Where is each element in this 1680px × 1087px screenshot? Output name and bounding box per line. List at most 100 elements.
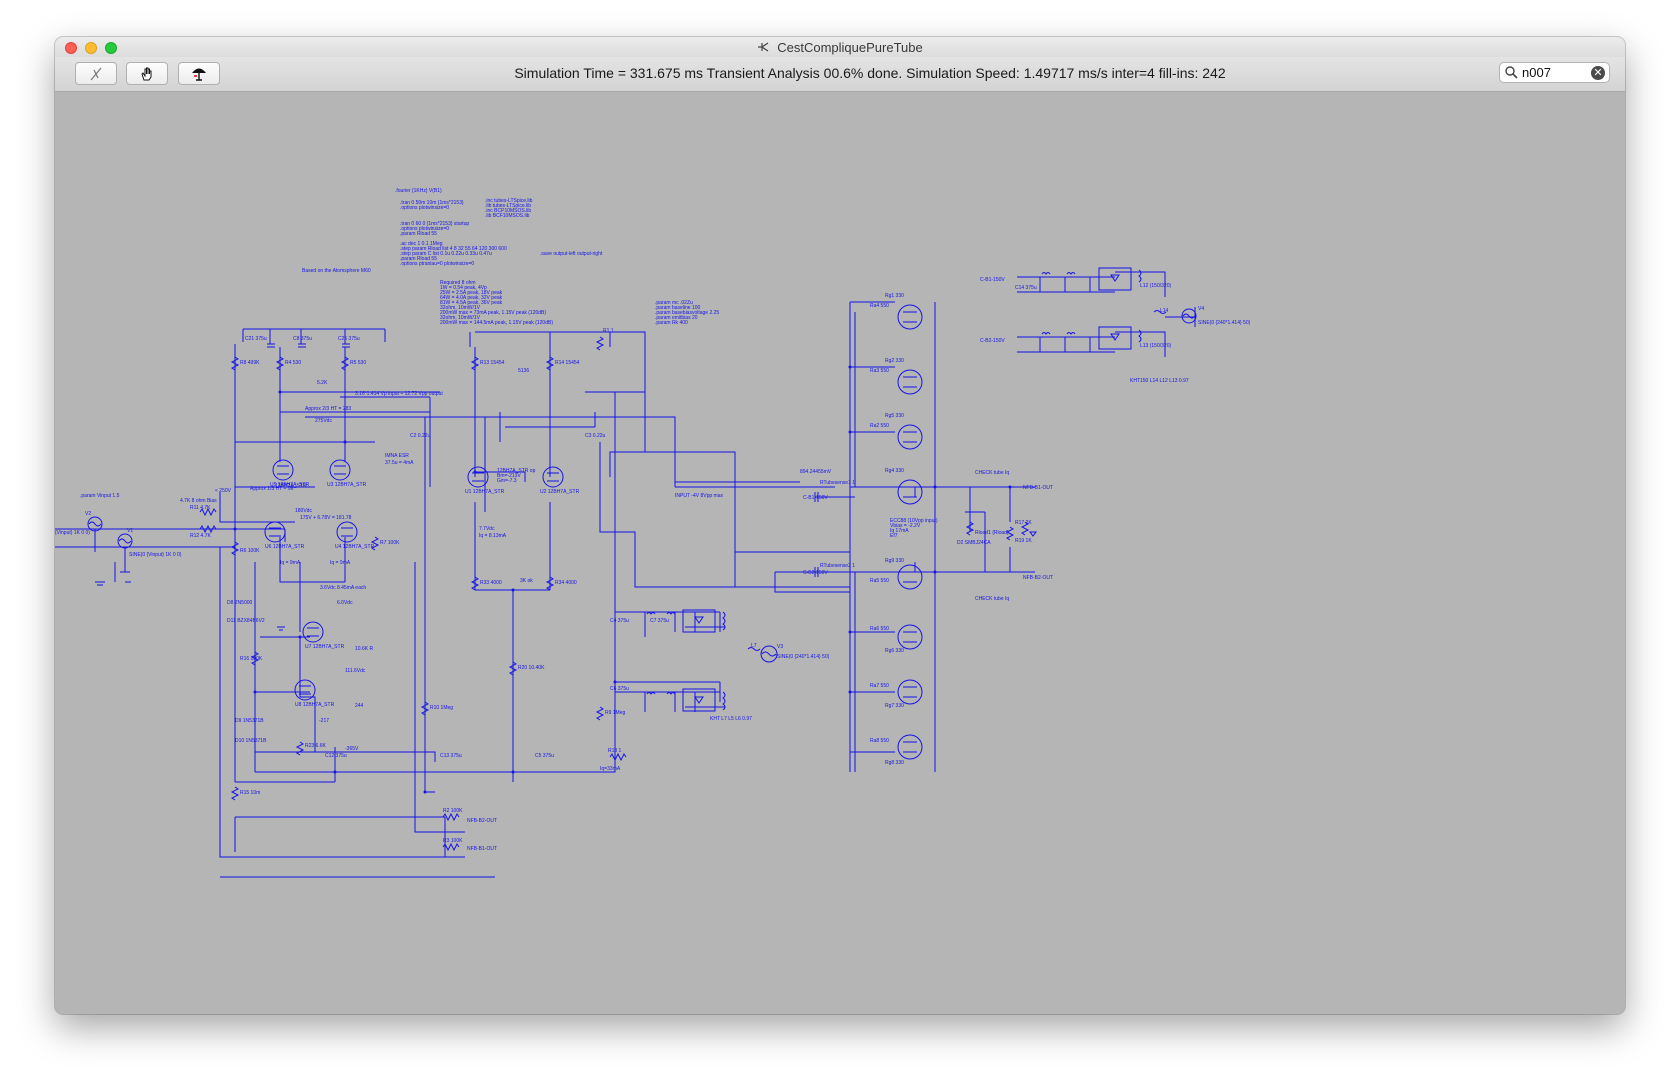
part-label: R13 15454 xyxy=(480,360,505,366)
search-box[interactable]: ✕ xyxy=(1499,62,1610,83)
note-label: 10.6K R xyxy=(355,646,373,652)
note-label: -217 xyxy=(319,718,329,724)
part-label: V2 xyxy=(85,511,91,517)
window-title: CestCompliquePureTube xyxy=(777,39,923,55)
output-tubes xyxy=(897,304,923,760)
note-label: < 250V xyxy=(215,488,232,494)
note: Based on the Atomsphere M60 xyxy=(302,268,371,274)
directive: .options plotwinsize=0 xyxy=(400,205,449,211)
part-label: R11 4.7K xyxy=(190,505,211,511)
tube-label: U4 12BH7A_STR xyxy=(335,544,375,550)
part-label: L12 (150/320) xyxy=(1140,283,1171,289)
part-label: Ra4 550 xyxy=(870,303,889,309)
part-label: R20 10.40K xyxy=(518,665,545,671)
part-label: C3 0.22u xyxy=(585,433,606,439)
search-input[interactable] xyxy=(1522,64,1588,81)
part-label: R19 1K xyxy=(1015,538,1032,544)
tube-label: Rg8 330 xyxy=(885,760,904,766)
net-label: NFB-B2-OUT xyxy=(467,818,497,824)
part-label: L14 xyxy=(1160,308,1169,314)
part-label: R1 1 xyxy=(603,328,614,334)
part-label: Ra7 550 xyxy=(870,683,889,689)
tube-label: Rg1 330 xyxy=(885,293,904,299)
directive: .param basebiasvoltage 2.25 xyxy=(655,310,719,316)
part-label: C14 375u xyxy=(1015,285,1037,291)
directive: .param baseline 100 xyxy=(655,305,701,311)
probe-icon xyxy=(90,67,102,80)
part-label: R14 15454 xyxy=(555,360,580,366)
window-title-area: CestCompliquePureTube xyxy=(757,39,923,55)
part-label: R4 530 xyxy=(285,360,301,366)
triode-tubes xyxy=(264,459,564,701)
minimize-window-button[interactable] xyxy=(85,42,97,54)
tube-label: U1 12BH7A_STR xyxy=(465,489,505,495)
net-label: C-B2-150V xyxy=(980,338,1005,344)
note-label: CHECK tube Iq xyxy=(975,596,1009,602)
pan-button[interactable] xyxy=(126,62,168,85)
part-label: L13 (150/320) xyxy=(1140,343,1171,349)
note-label: 5.2K xyxy=(317,380,328,386)
directive: .param mc .02Zu xyxy=(655,300,693,306)
note-label: -365V xyxy=(345,746,359,752)
directive: .fourier {1KHz} V(B1) xyxy=(395,188,442,194)
tube-label: Rg6 330 xyxy=(885,648,904,654)
directive: .param emitbias 20 xyxy=(655,315,698,321)
note: 32ohm, 10mW/1V xyxy=(440,315,481,321)
note-label: Iq=33mA xyxy=(600,766,621,772)
note: 25W = 2.5A peak, 18V peak xyxy=(440,290,503,296)
part-label: C4 375u xyxy=(610,618,629,624)
tube-label: U2 12BH7A_STR xyxy=(540,489,580,495)
source-v2 xyxy=(87,516,103,532)
halt-simulation-button[interactable] xyxy=(178,62,220,85)
directive: .options ptranlau=0 plotwinsize=0 xyxy=(400,261,474,267)
note: 200mW max = 144.5mA peak, 1.15V peak (12… xyxy=(440,320,553,326)
halt-icon xyxy=(192,68,206,81)
probe-button[interactable] xyxy=(75,62,117,85)
net-label: NFB-B1-OUT xyxy=(1023,485,1053,491)
part-label: R15 10m xyxy=(240,790,260,796)
clear-search-button[interactable]: ✕ xyxy=(1591,66,1605,80)
schematic-icon xyxy=(758,42,769,52)
note-label: SINE(0 {240*1.414} 50) xyxy=(1198,320,1251,326)
part-label: R10 1Meg xyxy=(430,705,453,711)
source-v1 xyxy=(117,533,133,549)
net-label: NFB-B2-OUT xyxy=(1023,575,1053,581)
note-label: SINE(0 {Vinput} 1K 0 0) xyxy=(129,552,182,558)
directive: .options plotwinsize=0 xyxy=(400,226,449,232)
schematic-canvas[interactable]: .fourier {1KHz} V(B1) .tran 0 50m 10m {1… xyxy=(55,92,1625,1014)
close-window-button[interactable] xyxy=(65,42,77,54)
note-label: Iq = 9mA xyxy=(330,560,351,566)
simulation-status: Simulation Time = 331.675 ms Transient A… xyxy=(514,65,1226,81)
hand-icon xyxy=(141,67,152,80)
part-label: R2 100K xyxy=(443,808,463,814)
zoom-window-button[interactable] xyxy=(105,42,117,54)
part-label: Ra5 550 xyxy=(870,578,889,584)
schematic-wires xyxy=(55,271,1196,878)
part-label: D11 BZX84B6V2 xyxy=(227,618,265,624)
note: Required 8 ohm xyxy=(440,280,476,286)
part-label: R7 100K xyxy=(380,540,400,546)
note-label: SINE(0 {240*1.414} 50) xyxy=(777,654,830,660)
window-controls xyxy=(65,42,117,54)
tube-label: U7 12BH7A_STR xyxy=(305,644,345,650)
directive: .step param Rload list 4 8 32 55 64 120 … xyxy=(400,246,507,252)
part-label: R5 530 xyxy=(350,360,366,366)
part-label: C7 375u xyxy=(650,618,669,624)
note-label: Iq = 9mA xyxy=(280,560,301,566)
schematic-junctions xyxy=(233,365,1012,794)
note-label: 7.7Vdc xyxy=(479,526,495,532)
part-label: C21 375u xyxy=(245,336,267,342)
part-label: Ra3 550 xyxy=(870,368,889,374)
note-label: 3K ok xyxy=(520,578,533,584)
part-label: R33 4000 xyxy=(480,580,502,586)
tube-label: U3 12BH7A_STR xyxy=(327,482,367,488)
schematic-components xyxy=(87,267,1197,852)
directive: .tran 0 50m 10m {1ms*2153} xyxy=(400,200,464,206)
note: 64W = 4.0A peak, 32V peak xyxy=(440,295,503,301)
directive: .step param C list 0.1u 0.22u 0.33u 0.47… xyxy=(400,251,492,257)
note-label: 175V + 6.78V = 181.78 xyxy=(300,515,352,521)
note-label: KHT L7 L5 L6 0.97 xyxy=(710,716,752,722)
note-label: 244 xyxy=(355,703,364,709)
part-label: V1 xyxy=(127,528,133,534)
tube-label: U8 12BH7A_STR xyxy=(295,702,335,708)
